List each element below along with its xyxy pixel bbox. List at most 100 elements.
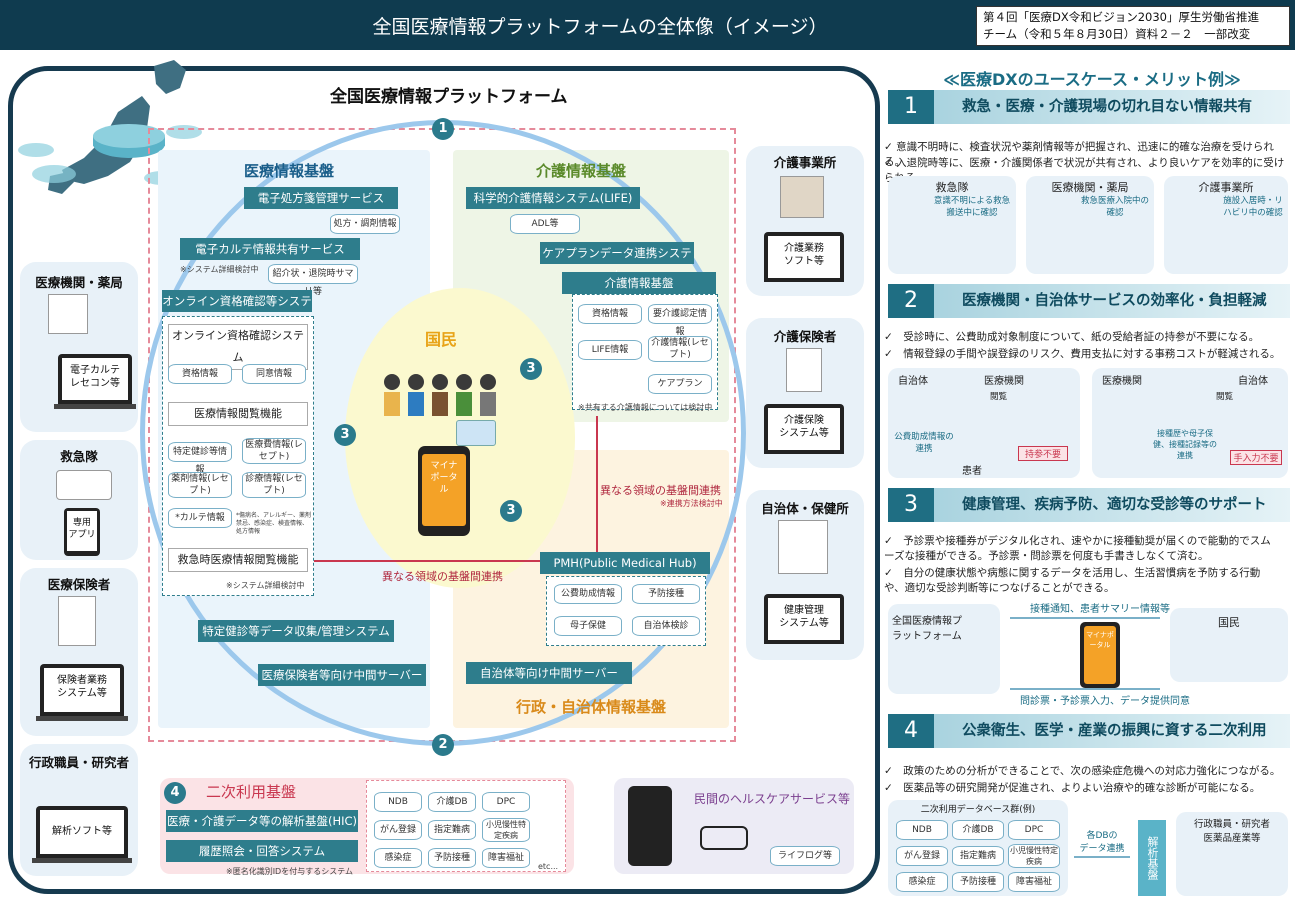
usecase-1-card-ambulance-title: 救急隊 [935,181,969,194]
usecase-3-bullet-2: ✓ 自分の健康状態や病態に関するデータを活用し、生活習慣病を予防する行動や、適切… [884,567,1261,594]
ehr-share-service: 電子カルテ情報共有サービス [180,238,360,260]
care-note: ※共有する介護情報については検討中 [578,403,713,412]
marker-3-bottom: 3 [500,500,522,522]
usecase-1-card-hospital-note: 救急医療入院中の確認 [1080,196,1149,218]
usecase-1-card-care-note: 施設入居時・リハビリ中の確認 [1223,196,1283,218]
usecase-2-card-2-browse: 閲覧 [1216,392,1234,402]
usecase-1-title: 救急・医療・介護現場の切れ目ない情報共有 [934,90,1290,124]
usecase-3-platform-label: 全国医療情報プラットフォーム [892,616,962,642]
care-office-label: 介護事業所 [773,155,837,170]
usecase-1-card-care-title: 介護事業所 [1198,181,1254,194]
source-note-line1: 第４回「医療DX令和ビジョン2030」厚生労働省推進 [983,10,1259,24]
browse-note: *傷病名、アレルギー、薬剤禁忌、感染症、検査情報、処方情報 [236,512,311,535]
browse-db-treatment: 診療情報(レセプト) [242,472,306,498]
sec-db-dpc: DPC [482,792,530,812]
municipality-building-icon [778,520,828,574]
usecase-2-card-2-hospital: 医療機関 [1102,376,1142,387]
care-office-pc-label: 介護業務 ソフト等 [768,236,840,278]
source-note: 第４回「医療DX令和ビジョン2030」厚生労働省推進 チーム（令和５年８月30日… [976,6,1290,46]
marker-2: 2 [432,734,454,756]
mynaportal-label: マイナポータル [430,461,458,495]
usecase-4-bullet-1: ✓ 政策のための分析ができることで、次の感染症危機への対応力強化につながる。 [884,765,1281,777]
insurer-intermediate-server: 医療保険者等向け中間サーバー [258,664,426,686]
usecase-4-header: 4 公衆衛生、医学・産業の振興に資する二次利用 [888,714,1290,748]
care-db-qualification: 資格情報 [578,304,642,324]
cross-domain-label-2: 異なる領域の基盤間連携 [382,570,503,583]
care-insurer-laptop-icon: 介護保険 システム等 [764,404,844,454]
usecase-2-header: 2 医療機関・自治体サービスの効率化・負担軽減 [888,284,1290,318]
usecase-1-number: 1 [888,90,934,124]
insurer-building-icon [58,596,96,646]
marker-1: 1 [432,118,454,140]
life-system: 科学的介護情報システム(LIFE) [466,187,640,209]
usecase-2-card-1-municipality: 自治体 [898,376,928,387]
usecase-2-card-1-browse: 閲覧 [990,392,1008,402]
usecase-4-bullet-2: ✓ 医薬品等の研究開発が促進され、よりよい治療や的確な診断が可能になる。 [884,782,1261,794]
usecase-3-citizen-card [1170,608,1288,682]
careplan-system: ケアプランデータ連携システム [540,242,694,282]
usecase-4-title: 公衆衛生、医学・産業の振興に資する二次利用 [934,714,1290,748]
id-card-icon [456,420,496,446]
usecase-3-arrow-top [1010,617,1160,619]
emergency-browse-label: 救急時医療情報閲覧機能 [168,548,308,572]
municipality-pc-label: 健康管理 システム等 [768,598,840,640]
sec-db-vaccination: 予防接種 [428,848,476,868]
usecase-4-db-ndb: NDB [896,820,948,840]
cross-domain-note: ※連携方法検討中 [660,499,723,508]
usecase-1-card-ambulance [888,176,1016,274]
municipality-laptop-icon: 健康管理 システム等 [764,594,844,644]
sec-db-etc: etc... [538,862,559,871]
ambulance-app-label: 専用 アプリ [67,511,97,551]
usecase-2-title: 医療機関・自治体サービスの効率化・負担軽減 [934,284,1290,318]
usecase-4-db-vaccination: 予防接種 [952,872,1004,892]
usecase-2-number: 2 [888,284,934,318]
usecase-1-card-hospital-title: 医療機関・薬局 [1051,181,1129,194]
platform-title: 全国医療情報プラットフォーム [330,87,568,107]
marker-3-top: 3 [520,358,542,380]
online-qualification-system: オンライン資格確認等システム [162,290,312,330]
care-db-receipt: 介護情報(レセプト) [648,336,712,362]
insurer-laptop-base [36,716,128,721]
usecase-3-mynaportal: マイナポータル [1084,626,1116,684]
usecase-1-card-ambulance-note: 意識不明による救急搬送中に確認 [933,196,1011,218]
usecase-title: ≪医療DXのユースケース・メリット例≫ [943,70,1241,89]
usecase-3-arrow-bottom [1010,688,1160,690]
municipality-label: 自治体・保健所 [761,501,849,516]
usecase-2-bullet-1: ✓ 受診時に、公費助成対象制度について、紙の受給者証の持参が不要になる。 [884,331,1260,343]
hospital-building-icon [48,294,88,334]
care-db-certification: 要介護認定情報 [648,304,712,337]
wearable-icon [700,826,748,850]
insurer-label: 医療保険者 [47,577,111,592]
usecase-4-link-label: 各DBの データ連携 [1079,831,1125,854]
usecase-2-card-2-link: 接種歴や母子保健、接種記録等の連携 [1153,429,1217,460]
checkup-data-system: 特定健診等データ収集/管理システム [198,620,394,642]
usecase-2-bullet-2: ✓ 情報登録の手間や誤登録のリスク、費用支払に対する事務コストが軽減される。 [884,348,1281,360]
usecase-4-db-care: 介護DB [952,820,1004,840]
pmh-db-subsidy: 公費助成情報 [554,584,622,604]
emergency-note: ※システム詳細検討中 [226,581,305,590]
insurer-pc-label: 保険者業務 システム等 [44,668,120,712]
ambulance-tablet-icon: 専用 アプリ [64,508,100,556]
pmh-db-vaccination: 予防接種 [632,584,700,604]
page-title: 全国医療情報プラットフォームの全体像（イメージ） [372,16,828,38]
mynaportal-screen: マイナポータル [422,454,466,526]
sec-db-care: 介護DB [428,792,476,812]
care-insurer-building-icon [786,348,822,392]
smartphone-icon: マイナポータル [418,446,470,536]
lifelog-db: ライフログ等 [770,846,840,866]
usecase-1-card-care [1164,176,1288,274]
sec-db-ndb: NDB [374,792,422,812]
usecase-4-analysis-platform: 解析基盤 [1138,820,1166,896]
insurer-laptop-icon: 保険者業務 システム等 [40,664,124,716]
usecase-2-card-1-hospital: 医療機関 [984,376,1024,387]
usecase-1-header: 1 救急・医療・介護現場の切れ目ない情報共有 [888,90,1290,124]
history-inquiry-system: 履歴照会・回答システム [166,840,358,862]
usecase-2-card-2-municipality: 自治体 [1238,376,1268,387]
gov-base-title: 行政・自治体情報基盤 [516,698,667,716]
healthcare-phone-icon [628,786,672,866]
emergency-pmh-link-line [314,560,540,562]
care-db-life: LIFE情報 [578,340,642,360]
citizens-group-icon [384,374,496,416]
ambulance-label: 救急隊 [60,449,98,464]
care-office-building-icon [780,176,824,218]
